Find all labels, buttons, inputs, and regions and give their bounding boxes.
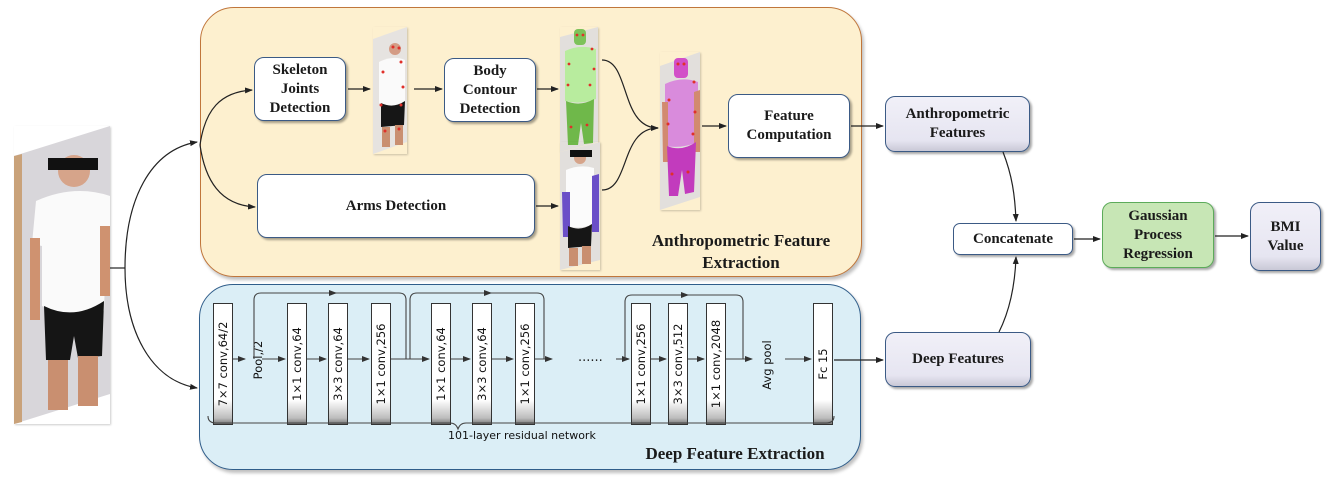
anthropometric-features-box: Anthropometric Features	[885, 96, 1030, 152]
layer-blockN-conv1: 1×1 conv,256	[631, 303, 651, 425]
deep-features-box: Deep Features	[885, 332, 1031, 387]
pool-label: Pool,/2	[248, 330, 268, 390]
gaussian-process-regression-box: Gaussian Process Regression	[1102, 202, 1214, 268]
input-to-anthro-arrow	[124, 140, 198, 269]
layer-label: 3×3 conv,512	[671, 323, 685, 405]
layer-blockN-conv2: 3×3 conv,512	[668, 303, 688, 425]
avgpool-label: Avg pool	[757, 330, 777, 400]
layer-label: 1×1 conv,256	[374, 323, 388, 405]
deep-panel-title: Deep Feature Extraction	[645, 444, 825, 463]
layer-label: 1×1 conv,64	[434, 327, 448, 401]
input-to-deep-arrow	[124, 267, 198, 390]
resnet-caption: 101-layer residual network	[448, 429, 596, 442]
layer-block2-conv2: 3×3 conv,64	[472, 303, 492, 425]
layer-block2-conv3: 1×1 conv,256	[515, 303, 535, 425]
layer-conv7x7: 7×7 conv,64/2	[213, 303, 233, 425]
pool-label-text: Pool,/2	[251, 340, 265, 380]
arms-detection-box: Arms Detection	[257, 174, 535, 238]
input-person-photo	[14, 126, 110, 424]
layer-block2-conv1: 1×1 conv,64	[431, 303, 451, 425]
concatenate-box: Concatenate	[953, 223, 1073, 255]
layer-label: 1×1 conv,256	[518, 323, 532, 405]
anthropometric-panel-title: Anthropometric Feature Extraction	[621, 230, 861, 274]
body-contour-photo	[560, 27, 598, 152]
arms-mask-photo	[560, 142, 600, 270]
bmi-value-box: BMI Value	[1250, 202, 1321, 271]
layer-label: 7×7 conv,64/2	[216, 321, 230, 407]
layer-label: Fc 15	[816, 348, 830, 380]
layer-block1-conv3: 1×1 conv,256	[371, 303, 391, 425]
combined-segmentation-photo	[660, 52, 700, 210]
layer-label: 3×3 conv,64	[475, 327, 489, 401]
layer-block1-conv2: 3×3 conv,64	[328, 303, 348, 425]
layer-label: 3×3 conv,64	[331, 327, 345, 401]
skeleton-joints-detection-box: Skeleton Joints Detection	[254, 57, 346, 121]
layer-label: 1×1 conv,2048	[709, 319, 723, 409]
avgpool-label-text: Avg pool	[760, 340, 774, 390]
panel-title-line1: Anthropometric Feature	[651, 231, 831, 250]
layer-block1-conv1: 1×1 conv,64	[287, 303, 307, 425]
layer-label: 1×1 conv,64	[290, 327, 304, 401]
ellipsis: ......	[578, 350, 603, 365]
skeleton-joints-photo	[373, 27, 407, 154]
layer-fc15: Fc 15	[813, 303, 833, 425]
body-contour-detection-box: Body Contour Detection	[444, 58, 536, 122]
anthro-features-to-concat-arrow	[1002, 151, 1019, 222]
panel-title-line2: Extraction	[702, 253, 780, 272]
layer-label: 1×1 conv,256	[634, 323, 648, 405]
layer-blockN-conv3: 1×1 conv,2048	[706, 303, 726, 425]
feature-computation-box: Feature Computation	[728, 94, 850, 158]
deep-features-to-concat-arrow	[998, 256, 1019, 333]
